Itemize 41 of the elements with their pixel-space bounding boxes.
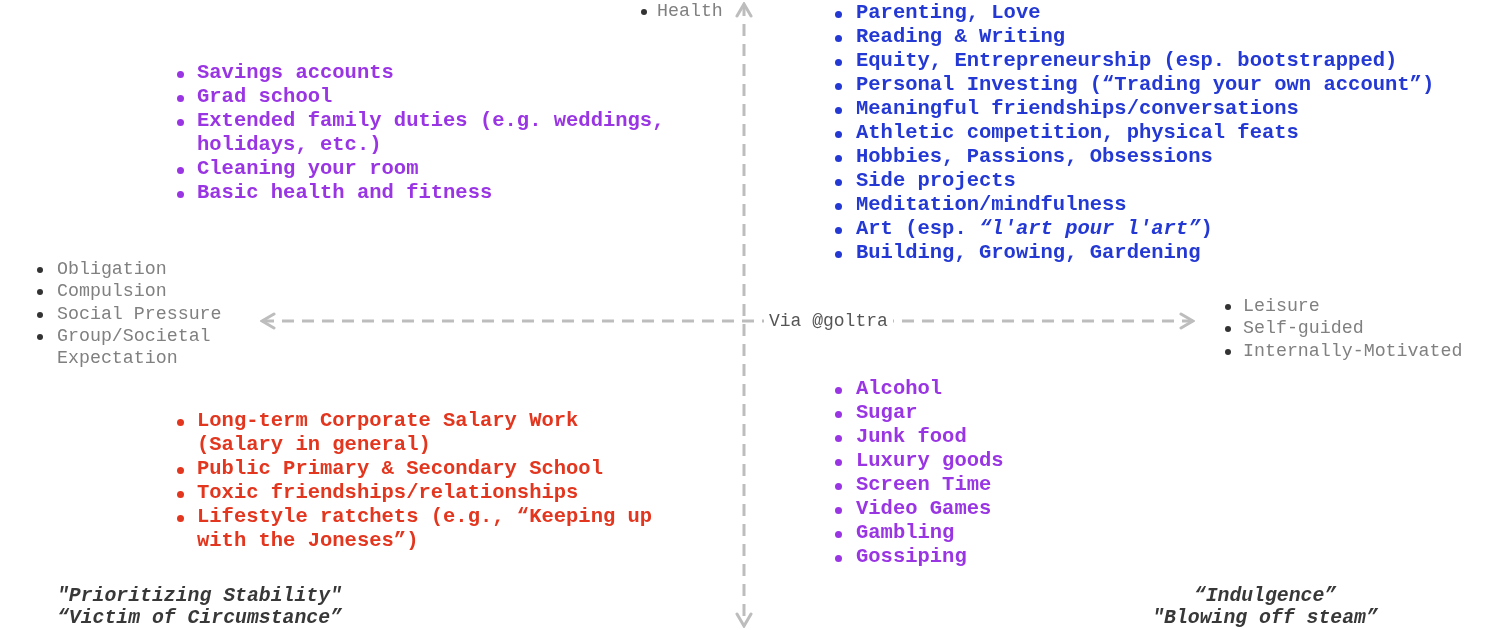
- list-item: Savings accounts: [177, 61, 394, 85]
- list-item: Building, Growing, Gardening: [835, 241, 1201, 265]
- axis-label: Social Pressure: [37, 302, 222, 325]
- list-item: Personal Investing (“Trading your own account”): [835, 73, 1435, 97]
- list-item: Reading & Writing: [835, 25, 1066, 49]
- axis-label: Internally-Motivated: [1225, 339, 1463, 362]
- quadrant-caption: "Prioritizing Stability": [57, 585, 342, 607]
- list-item: Basic health and fitness: [177, 181, 493, 205]
- axis-label: Health: [641, 0, 723, 23]
- list-item: Art (esp. “l'art pour l'art”): [835, 217, 1213, 241]
- list-item: Meditation/mindfulness: [835, 193, 1127, 217]
- list-item: Athletic competition, physical feats: [835, 121, 1299, 145]
- list-item: Gambling: [835, 521, 955, 545]
- quadrant-caption: “Victim of Circumstance”: [57, 607, 342, 629]
- list-item: Alcohol: [835, 377, 943, 401]
- list-item: Side projects: [835, 169, 1016, 193]
- list-item: Grad school: [177, 85, 333, 109]
- list-item: Video Games: [835, 497, 992, 521]
- axis-label: Self-guided: [1225, 317, 1364, 340]
- axis-label: Compulsion: [37, 280, 167, 303]
- list-item: Sugar: [835, 401, 918, 425]
- list-item: Gossiping: [835, 545, 967, 569]
- list-item: Junk food: [835, 425, 967, 449]
- list-item: Lifestyle ratchets (e.g., “Keeping up with the Joneses”): [177, 505, 670, 553]
- list-item: Cleaning your room: [177, 157, 419, 181]
- quadrant-caption: "Blowing off steam”: [1152, 607, 1378, 629]
- list-item: Equity, Entrepreneurship (esp. bootstrapped): [835, 49, 1398, 73]
- credit-text: Via @goltra: [764, 310, 893, 332]
- axis-label: Leisure: [1225, 295, 1320, 318]
- list-item: Screen Time: [835, 473, 992, 497]
- list-item: Hobbies, Passions, Obsessions: [835, 145, 1213, 169]
- list-item: Long-term Corporate Salary Work (Salary in general): [177, 409, 670, 457]
- list-item: Parenting, Love: [835, 1, 1041, 25]
- list-item: Public Primary & Secondary School: [177, 457, 603, 481]
- list-item: Toxic friendships/relationships: [177, 481, 579, 505]
- quadrant-caption: “Indulgence”: [1193, 585, 1337, 607]
- list-item: Meaningful friendships/conversations: [835, 97, 1299, 121]
- list-item: Extended family duties (e.g. weddings, holidays, etc.): [177, 109, 671, 157]
- axis-label: Obligation: [37, 258, 167, 281]
- axis-label: Group/Societal Expectation: [37, 324, 222, 370]
- list-item: Luxury goods: [835, 449, 1004, 473]
